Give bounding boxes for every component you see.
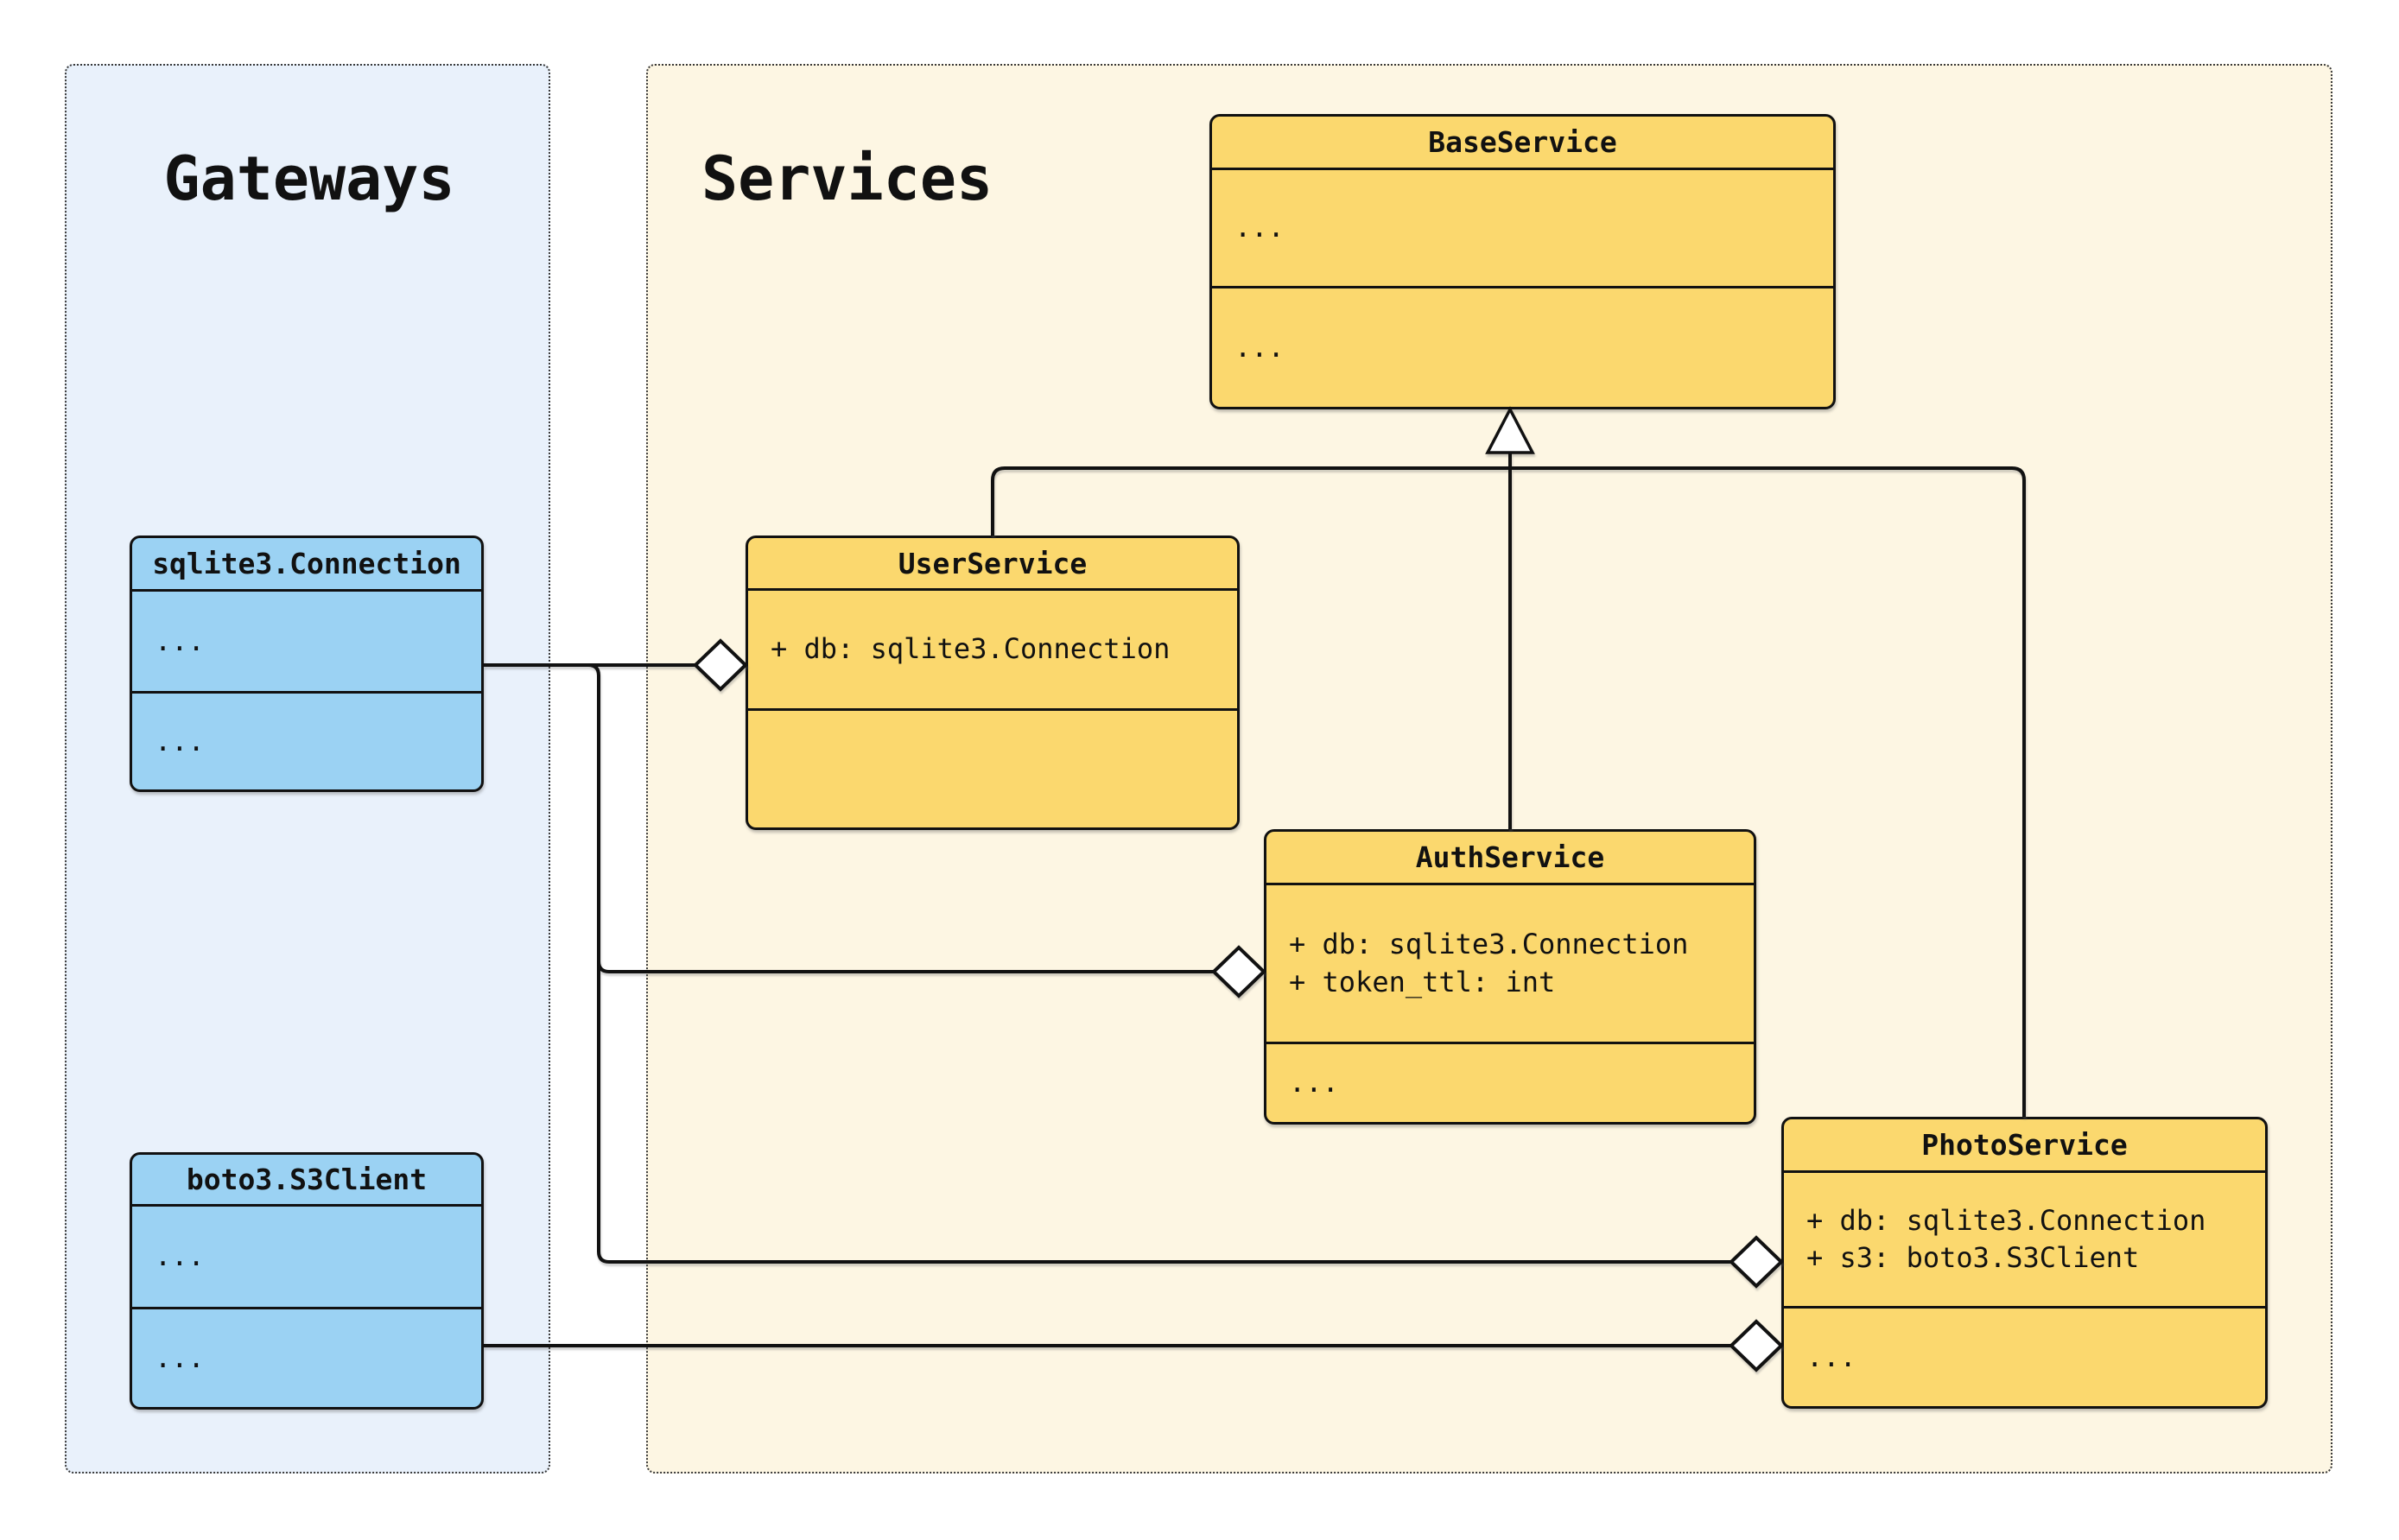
class-name-userservice: UserService — [748, 538, 1237, 591]
attribute-line: + db: sqlite3.Connection — [1806, 1203, 2206, 1237]
class-name-photoservice: PhotoService — [1784, 1119, 2265, 1173]
attribute-line: + token_ttl: int — [1289, 965, 1556, 998]
method-line: ... — [1234, 330, 1285, 364]
methods-compartment: ... — [1784, 1309, 2265, 1406]
method-line: ... — [1289, 1066, 1339, 1100]
class-box-userservice: UserService + db: sqlite3.Connection — [746, 536, 1240, 830]
attributes-compartment: + db: sqlite3.Connection + token_ttl: in… — [1266, 885, 1754, 1044]
class-box-baseservice: BaseService ... ... — [1209, 114, 1836, 409]
methods-compartment — [748, 711, 1237, 827]
gateways-group-title: Gateways — [163, 143, 455, 214]
class-box-sqlite3-connection: sqlite3.Connection ... ... — [130, 536, 484, 792]
attributes-compartment: + db: sqlite3.Connection — [748, 591, 1237, 711]
methods-compartment: ... — [132, 694, 481, 789]
attribute-line: + db: sqlite3.Connection — [1289, 928, 1689, 961]
methods-compartment: ... — [1266, 1044, 1754, 1122]
class-name-boto3-s3client: boto3.S3Client — [132, 1155, 481, 1207]
method-line: ... — [155, 1340, 205, 1374]
attribute-line: + db: sqlite3.Connection — [771, 632, 1171, 666]
class-box-authservice: AuthService + db: sqlite3.Connection + t… — [1264, 829, 1756, 1125]
method-line: ... — [1806, 1340, 1856, 1373]
attributes-compartment: ... — [1212, 170, 1833, 288]
attribute-line: ... — [155, 1239, 205, 1273]
class-box-photoservice: PhotoService + db: sqlite3.Connection + … — [1781, 1117, 2268, 1409]
attributes-compartment: + db: sqlite3.Connection + s3: boto3.S3C… — [1784, 1173, 2265, 1309]
methods-compartment: ... — [1212, 288, 1833, 407]
services-group-title: Services — [701, 143, 993, 214]
attribute-line: ... — [1234, 211, 1285, 244]
class-name-baseservice: BaseService — [1212, 117, 1833, 170]
attributes-compartment: ... — [132, 592, 481, 694]
method-line: ... — [155, 724, 205, 757]
attribute-line: ... — [155, 624, 205, 657]
methods-compartment: ... — [132, 1309, 481, 1407]
class-box-boto3-s3client: boto3.S3Client ... ... — [130, 1152, 484, 1410]
attributes-compartment: ... — [132, 1207, 481, 1309]
attribute-line: + s3: boto3.S3Client — [1806, 1241, 2140, 1274]
class-name-sqlite3-connection: sqlite3.Connection — [132, 538, 481, 592]
class-name-authservice: AuthService — [1266, 832, 1754, 885]
